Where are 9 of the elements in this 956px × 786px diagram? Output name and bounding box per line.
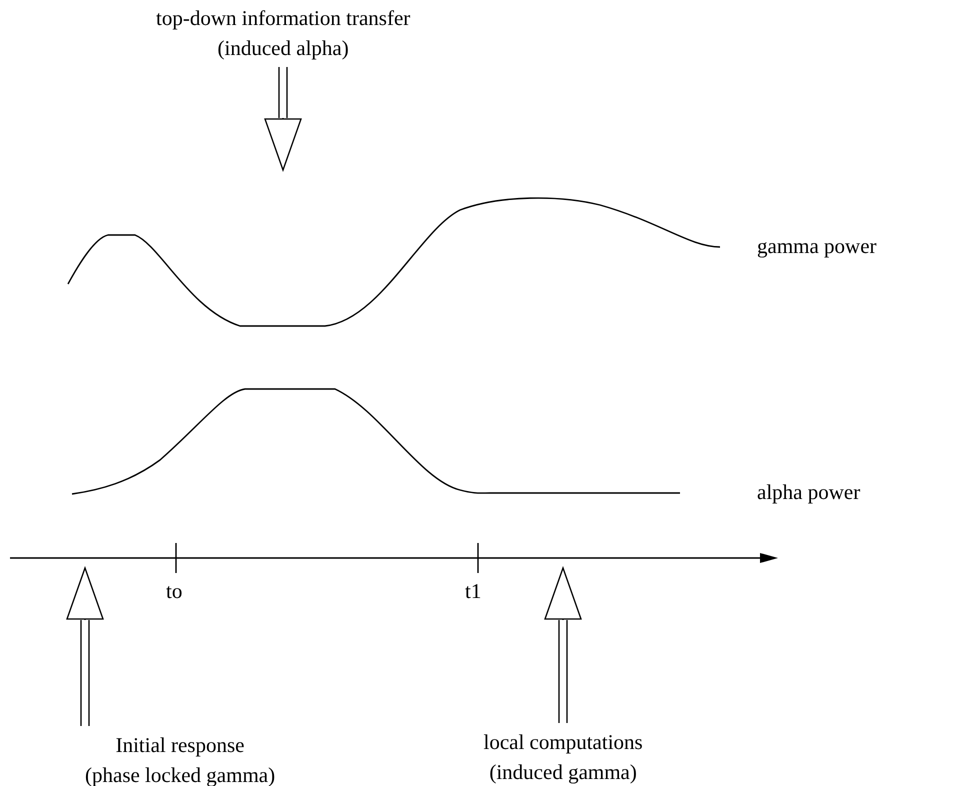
annotation-text: local computations (induced gamma) <box>484 727 643 786</box>
hollow-arrow <box>544 567 582 724</box>
curve-label: alpha power <box>757 479 860 505</box>
annotation-text: top-down information transfer (induced alpha) <box>156 3 410 63</box>
hollow-arrow <box>264 66 302 171</box>
curve-label: gamma power <box>757 233 877 259</box>
tick-label: to <box>166 578 182 604</box>
hollow-arrow <box>66 567 104 727</box>
tick-label: t1 <box>465 578 482 604</box>
